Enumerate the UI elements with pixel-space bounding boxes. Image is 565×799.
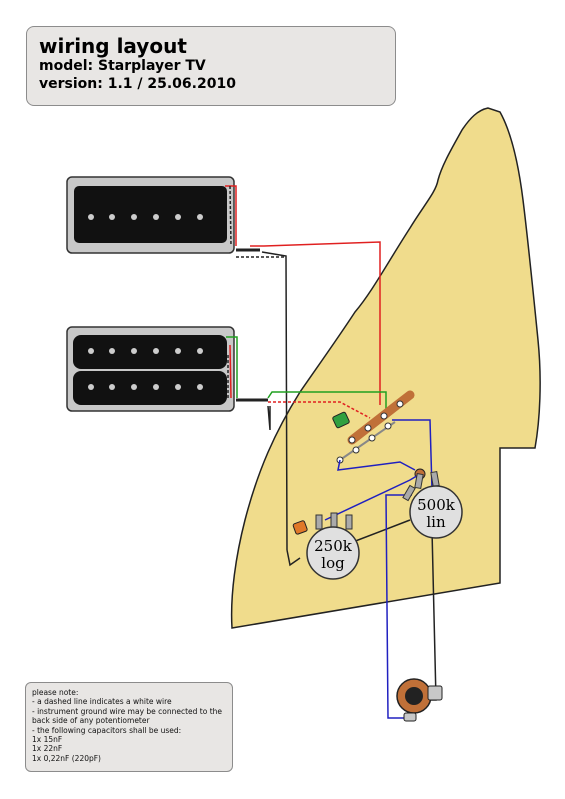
pickup-selector-switch <box>336 390 415 464</box>
volume-pot-taper: log <box>321 554 345 572</box>
note-line: 1x 22nF <box>32 744 63 754</box>
model-label: model: Starplayer TV <box>39 58 206 74</box>
bridge-pickup <box>66 326 235 412</box>
notes-box: please note: - a dashed line indicates a… <box>25 682 233 772</box>
note-line: please note: <box>32 688 79 697</box>
version-label: version: 1.1 / 25.06.2010 <box>39 76 236 92</box>
note-line: - instrument ground wire may be connecte… <box>32 706 223 716</box>
tone-pot-taper: lin <box>426 513 446 531</box>
note-line: - the following capacitors shall be used… <box>32 725 182 735</box>
note-line: 1x 0,22nF (220pF) <box>32 753 101 763</box>
volume-pot: 250k log <box>306 512 360 580</box>
neck-pickup-wires <box>225 185 381 551</box>
pickguard <box>230 107 541 629</box>
title-box: wiring layout model: Starplayer TV versi… <box>26 26 396 106</box>
volume-pot-value: 250k <box>314 537 353 555</box>
note-line: 1x 15nF <box>32 735 63 745</box>
note-line: back side of any potentiometer <box>32 716 150 726</box>
capacitor-orange <box>292 520 308 535</box>
capacitor-green <box>332 411 350 429</box>
tone-pot-value: 500k <box>417 496 456 514</box>
tone-pot: 500k lin <box>402 471 463 539</box>
output-jack <box>396 678 443 722</box>
bridge-pickup-wires <box>226 336 387 431</box>
note-line: - a dashed line indicates a white wire <box>32 697 172 707</box>
neck-pickup <box>66 176 235 254</box>
diagram-title: wiring layout <box>39 34 187 58</box>
